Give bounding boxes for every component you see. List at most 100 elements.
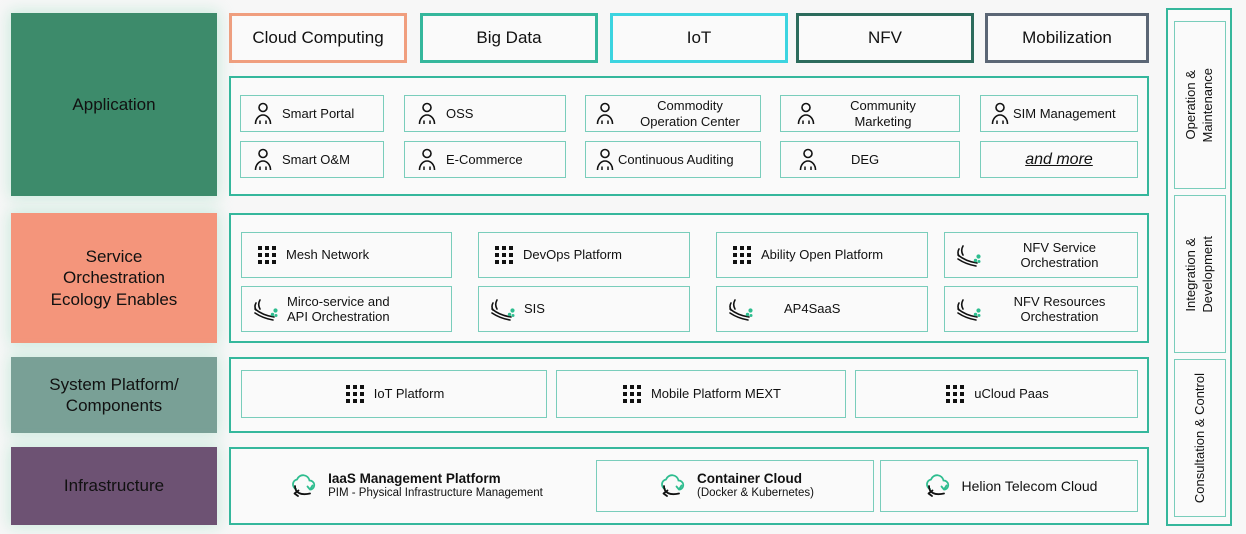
tab-iot[interactable]: IoT	[610, 13, 788, 63]
service-item-label: NFV Service Orchestration	[1020, 239, 1099, 270]
person-icon	[250, 147, 276, 173]
service-item-label: Mesh Network	[286, 247, 370, 263]
person-icon	[795, 147, 821, 173]
layer-label: Application	[72, 94, 156, 114]
system-item-label: Mobile Platform MEXT	[650, 386, 782, 402]
dot-grid-icon	[493, 244, 515, 266]
app-item-label: DEG	[851, 151, 880, 167]
app-item-label: E-Commerce	[446, 151, 523, 167]
sidebar-item-integration-development[interactable]: Integration & Development	[1174, 195, 1226, 353]
person-icon	[414, 101, 440, 127]
sidebar-item-label: Operation & Maintenance	[1183, 67, 1215, 143]
infra-item-subtitle: (Docker & Kubernetes)	[697, 487, 814, 500]
layer-label: Service Orchestration Ecology Enables	[50, 247, 178, 309]
system-item-label: IoT Platform	[373, 386, 445, 402]
service-item-label: Ability Open Platform	[761, 247, 884, 263]
person-icon	[592, 147, 618, 173]
infra-item-iaas-management-platform[interactable]: IaaS Management Platform PIM - Physical …	[241, 460, 589, 512]
system-item-ucloud-paas[interactable]: uCloud Paas	[855, 370, 1138, 418]
app-item-community-marketing[interactable]: Community Marketing	[780, 95, 960, 132]
app-item-label: and more	[1025, 150, 1093, 168]
lifecycle-sidebar: Operation & Maintenance Integration & De…	[1166, 8, 1232, 526]
infra-item-title: Container Cloud	[697, 471, 803, 486]
service-item-devops-platform[interactable]: DevOps Platform	[478, 232, 690, 278]
service-item-label: AP4SaaS	[784, 301, 841, 317]
app-item-oss[interactable]: OSS	[404, 95, 566, 132]
app-item-label: Community Marketing	[850, 98, 916, 129]
infra-item-helion-telecom-cloud[interactable]: Helion Telecom Cloud	[880, 460, 1138, 512]
tab-label: Cloud Computing	[252, 28, 384, 47]
service-item-nfv-resources-orchestration[interactable]: NFV Resources Orchestration	[944, 286, 1138, 332]
infra-item-subtitle: PIM - Physical Infrastructure Management	[328, 487, 543, 500]
service-item-ability-open-platform[interactable]: Ability Open Platform	[716, 232, 928, 278]
app-item-deg[interactable]: DEG	[780, 141, 960, 178]
sidebar-item-consultation-control[interactable]: Consultation & Control	[1174, 359, 1226, 517]
app-item-smart-om[interactable]: Smart O&M	[240, 141, 384, 178]
app-item-label: OSS	[446, 105, 474, 121]
sidebar-item-operation-maintenance[interactable]: Operation & Maintenance	[1174, 21, 1226, 189]
service-item-label: Mirco-service and API Orchestration	[287, 293, 390, 324]
tab-cloud-computing[interactable]: Cloud Computing	[229, 13, 407, 63]
service-item-label: NFV Resources Orchestration	[1013, 293, 1106, 324]
system-item-mobile-platform-mext[interactable]: Mobile Platform MEXT	[556, 370, 846, 418]
service-item-label: SIS	[524, 301, 545, 317]
app-item-continuous-auditing[interactable]: Continuous Auditing	[585, 141, 761, 178]
service-item-nfv-service-orchestration[interactable]: NFV Service Orchestration	[944, 232, 1138, 278]
dot-grid-icon	[944, 383, 966, 405]
layer-label: System Platform/ Components	[49, 374, 179, 415]
app-item-label: Commodity Operation Center	[640, 98, 740, 129]
app-item-smart-portal[interactable]: Smart Portal	[240, 95, 384, 132]
service-item-label: DevOps Platform	[523, 247, 622, 263]
layer-band-application: Application	[11, 13, 217, 196]
cloud-icon	[656, 473, 688, 499]
dot-grid-icon	[344, 383, 366, 405]
app-item-sim-management[interactable]: SIM Management	[980, 95, 1138, 132]
tab-label: NFV	[868, 28, 902, 47]
app-item-label: Smart Portal	[282, 105, 355, 121]
tab-mobilization[interactable]: Mobilization	[985, 13, 1149, 63]
dot-grid-icon	[621, 383, 643, 405]
app-item-label: Smart O&M	[282, 151, 350, 167]
cloud-icon	[921, 473, 953, 499]
application-row-container	[229, 76, 1149, 196]
service-item-microservice-api-orchestration[interactable]: Mirco-service and API Orchestration	[241, 286, 452, 332]
dot-grid-icon	[256, 244, 278, 266]
infra-item-text: Container Cloud (Docker & Kubernetes)	[697, 471, 814, 501]
person-icon	[592, 101, 618, 127]
app-item-commodity-operation-center[interactable]: Commodity Operation Center	[585, 95, 761, 132]
app-item-label: SIM Management	[1013, 105, 1116, 121]
infra-item-title: Helion Telecom Cloud	[961, 478, 1098, 494]
layer-band-system-platform: System Platform/ Components	[11, 357, 217, 433]
sidebar-item-label: Integration & Development	[1183, 235, 1215, 313]
dot-grid-icon	[731, 244, 753, 266]
tab-label: Big Data	[476, 28, 542, 47]
tab-label: Mobilization	[1022, 28, 1112, 47]
system-item-label: uCloud Paas	[974, 386, 1049, 402]
orchestration-icon	[488, 296, 518, 322]
service-item-ap4saas[interactable]: AP4SaaS	[716, 286, 928, 332]
app-item-label: Continuous Auditing	[618, 151, 734, 167]
infra-item-text: IaaS Management Platform PIM - Physical …	[328, 471, 543, 501]
orchestration-icon	[954, 242, 984, 268]
orchestration-icon	[251, 296, 281, 322]
system-item-iot-platform[interactable]: IoT Platform	[241, 370, 547, 418]
infra-item-container-cloud[interactable]: Container Cloud (Docker & Kubernetes)	[596, 460, 874, 512]
service-item-sis[interactable]: SIS	[478, 286, 690, 332]
service-item-mesh-network[interactable]: Mesh Network	[241, 232, 452, 278]
sidebar-item-label: Consultation & Control	[1191, 372, 1207, 504]
layer-band-service-orchestration: Service Orchestration Ecology Enables	[11, 213, 217, 343]
app-item-e-commerce[interactable]: E-Commerce	[404, 141, 566, 178]
person-icon	[987, 101, 1013, 127]
tab-label: IoT	[686, 28, 712, 47]
person-icon	[793, 101, 819, 127]
tab-nfv[interactable]: NFV	[796, 13, 974, 63]
layer-band-infrastructure: Infrastructure	[11, 447, 217, 525]
infra-item-title: IaaS Management Platform	[328, 471, 501, 486]
app-item-and-more[interactable]: and more	[980, 141, 1138, 178]
orchestration-icon	[726, 296, 756, 322]
person-icon	[414, 147, 440, 173]
layer-label: Infrastructure	[63, 476, 165, 496]
tab-big-data[interactable]: Big Data	[420, 13, 598, 63]
cloud-icon	[287, 473, 319, 499]
